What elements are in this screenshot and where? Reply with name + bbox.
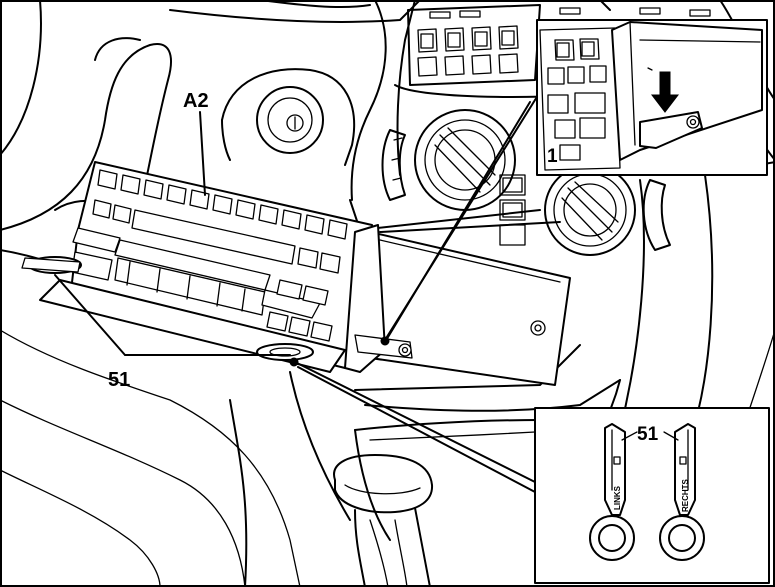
label-rechts: RECHTS	[681, 478, 690, 512]
radio-unit	[21, 161, 413, 373]
leader-lines	[54, 91, 541, 493]
release-key-left: LINKS	[589, 423, 635, 561]
label-tool-detail: 51	[637, 424, 659, 445]
label-detail-1: 1	[547, 146, 558, 167]
detail-inset-51: LINKS RECHTS 51	[534, 407, 770, 584]
release-key-right: RECHTS	[659, 423, 705, 561]
label-51: 51	[108, 369, 130, 391]
detail-inset-1: 1	[536, 19, 768, 176]
arrow-down-icon	[650, 71, 680, 113]
label-links: LINKS	[613, 485, 622, 510]
label-a2: A2	[183, 90, 209, 112]
